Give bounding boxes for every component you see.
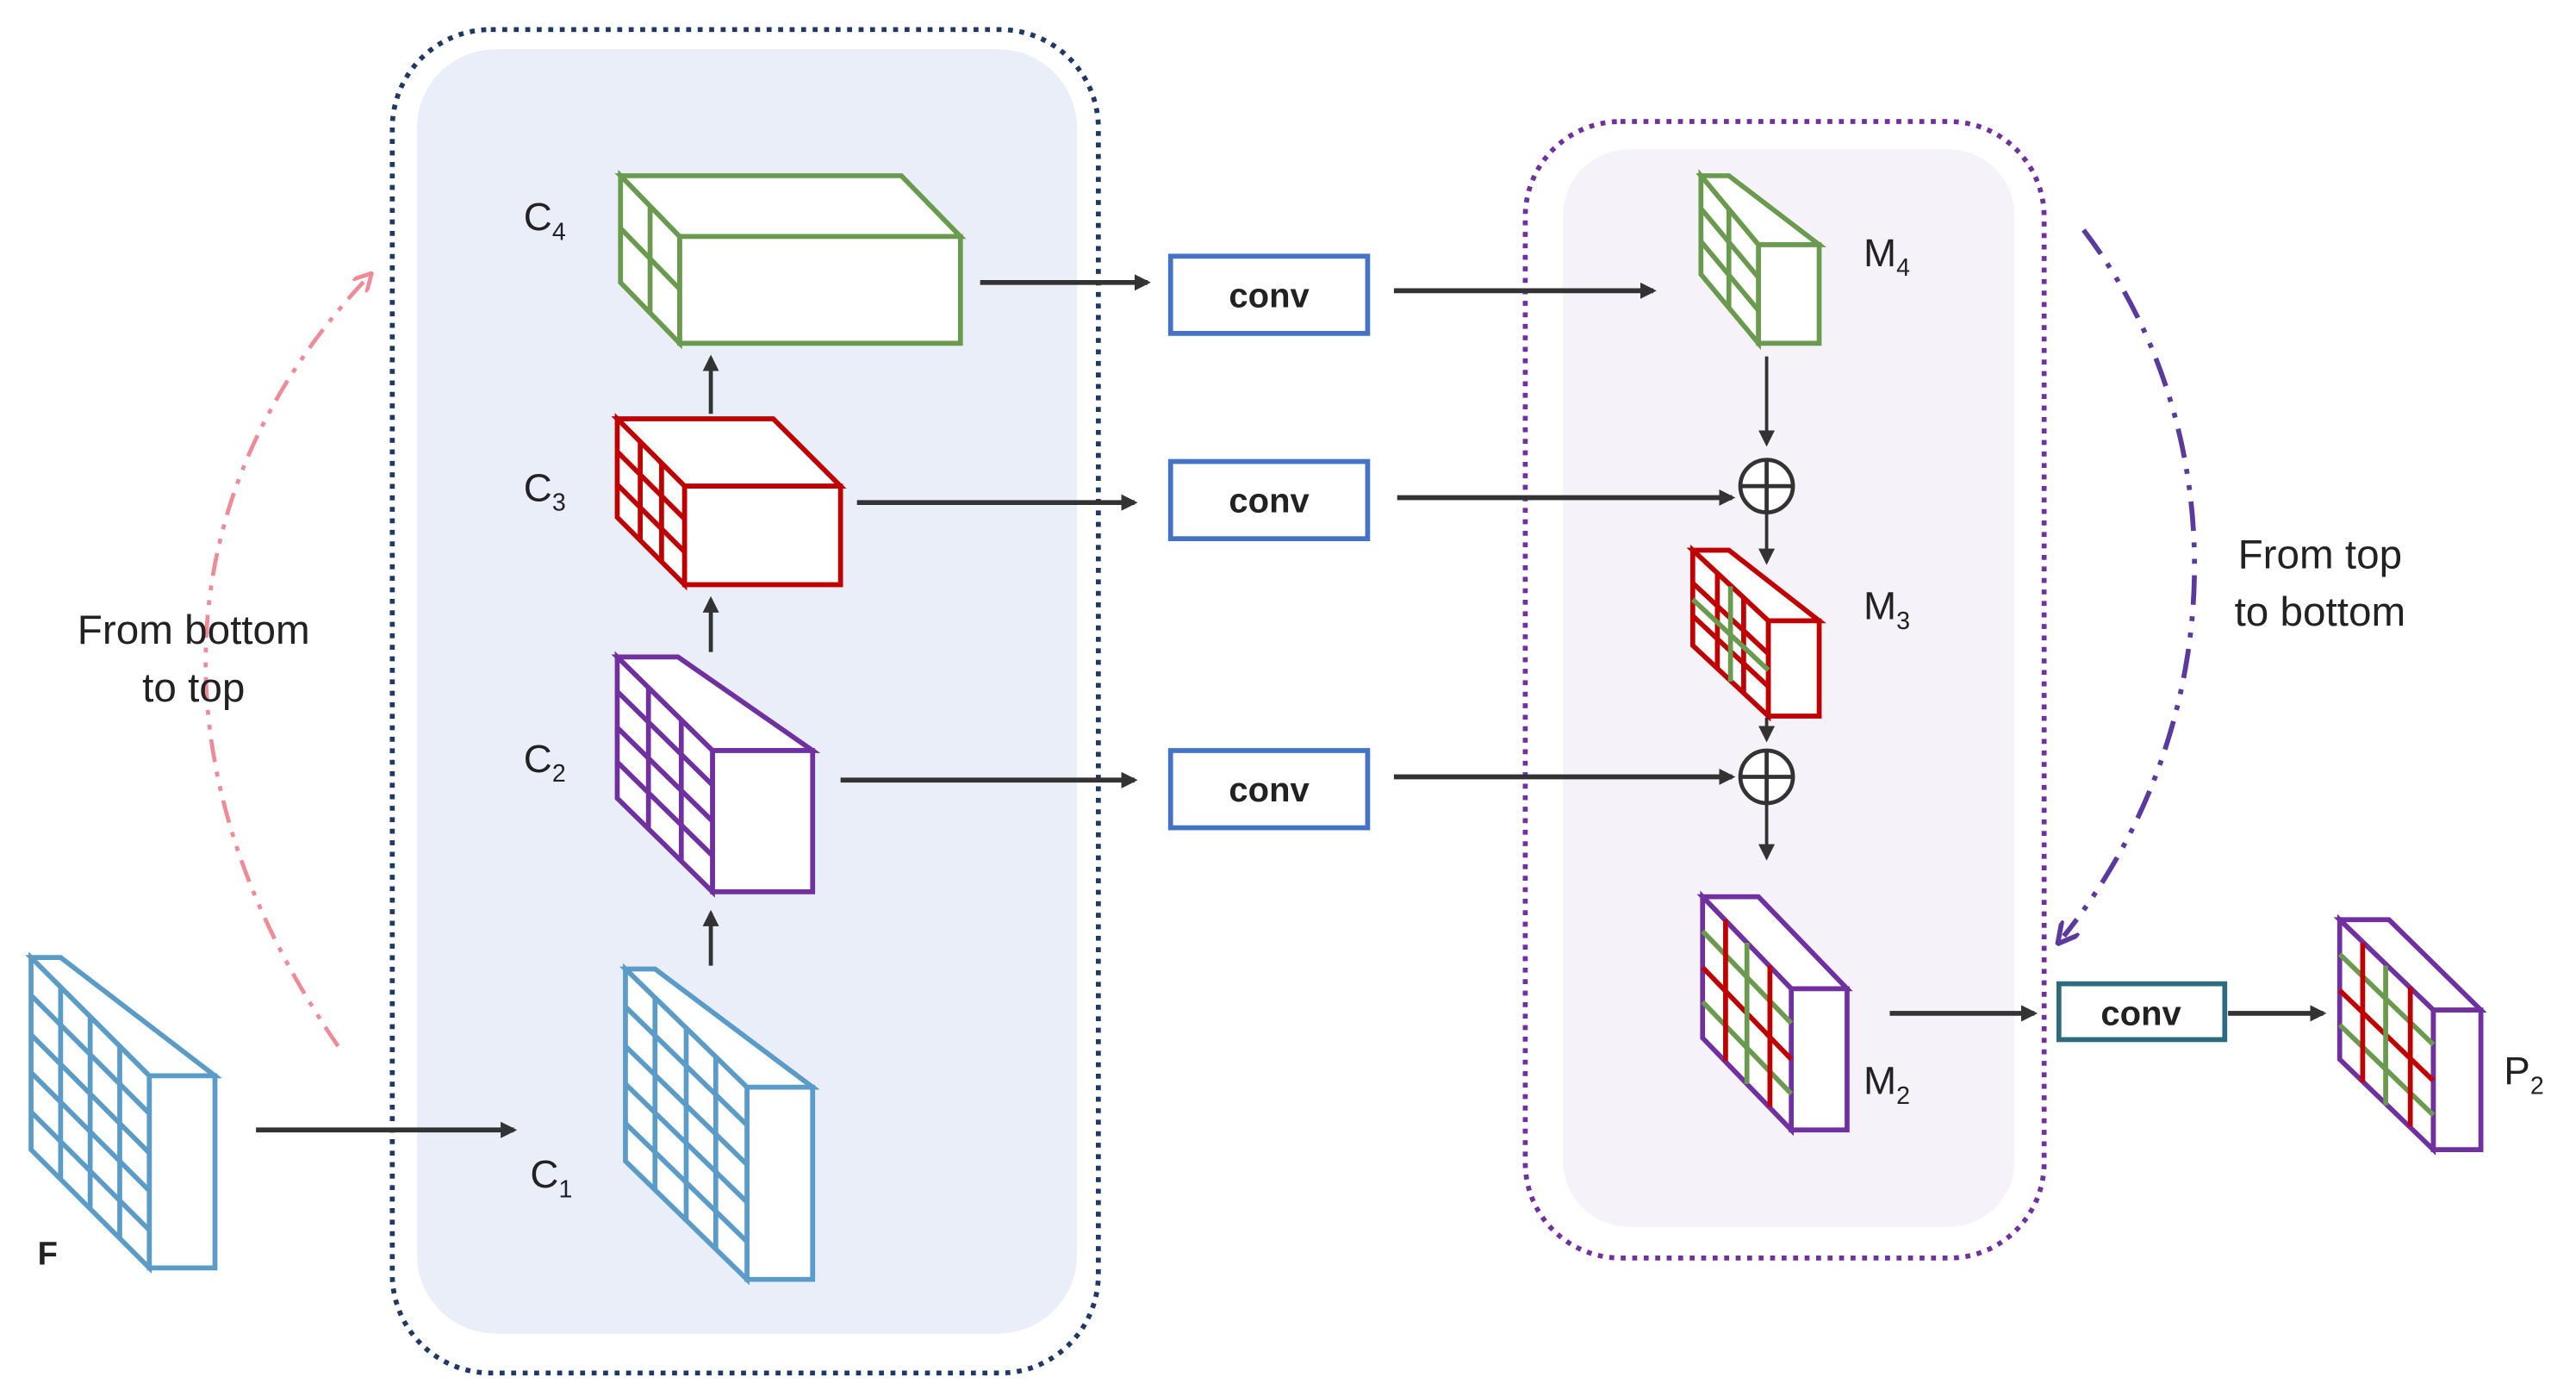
conv-box-bottom: conv <box>1167 748 1371 831</box>
feature-map-c4 <box>614 169 967 350</box>
label-c4: C4 <box>524 195 566 246</box>
conv-output-arrows <box>1393 282 1736 786</box>
feature-map-c2 <box>611 651 821 898</box>
feature-map-m4 <box>1696 169 1827 351</box>
label-p2: P2 <box>2504 1049 2543 1100</box>
input-feature-map-f <box>25 951 222 1274</box>
top-to-bottom-curved-arrow <box>2064 228 2198 937</box>
annotation-top-to-bottom-line2: to bottom <box>2235 589 2406 635</box>
label-c3: C3 <box>524 465 566 516</box>
feature-map-c1 <box>619 963 820 1286</box>
bottom-up-panel <box>389 27 1101 1376</box>
label-m3: M3 <box>1864 584 1910 635</box>
lateral-arrows <box>840 274 1151 788</box>
input-label: F <box>38 1237 58 1273</box>
feature-map-m2 <box>1696 890 1853 1137</box>
conv-label-top: conv <box>1229 277 1310 315</box>
annotation-top-to-bottom-line1: From top <box>2238 532 2403 577</box>
feature-map-p2 <box>2333 913 2487 1156</box>
bottom-to-top-curved-arrow <box>203 279 366 1048</box>
conv-box-middle: conv <box>1167 458 1371 541</box>
conv-box-top: conv <box>1167 253 1371 336</box>
annotation-bottom-to-top-line1: From bottom <box>78 608 310 653</box>
feature-map-c3 <box>611 413 847 591</box>
label-c1: C1 <box>530 1152 572 1203</box>
label-m4: M4 <box>1864 231 1910 282</box>
conv-label-middle: conv <box>1229 483 1310 520</box>
add-symbol-bottom <box>1738 748 1795 806</box>
label-c2: C2 <box>524 737 566 788</box>
add-symbol-top <box>1738 458 1795 515</box>
feature-map-m3 <box>1686 544 1826 722</box>
conv-label-bottom: conv <box>1229 771 1310 809</box>
label-m2: M2 <box>1864 1058 1910 1109</box>
conv-box-final: conv <box>2056 981 2228 1043</box>
conv-label-final: conv <box>2100 994 2181 1032</box>
annotation-bottom-to-top-line2: to top <box>142 665 245 711</box>
